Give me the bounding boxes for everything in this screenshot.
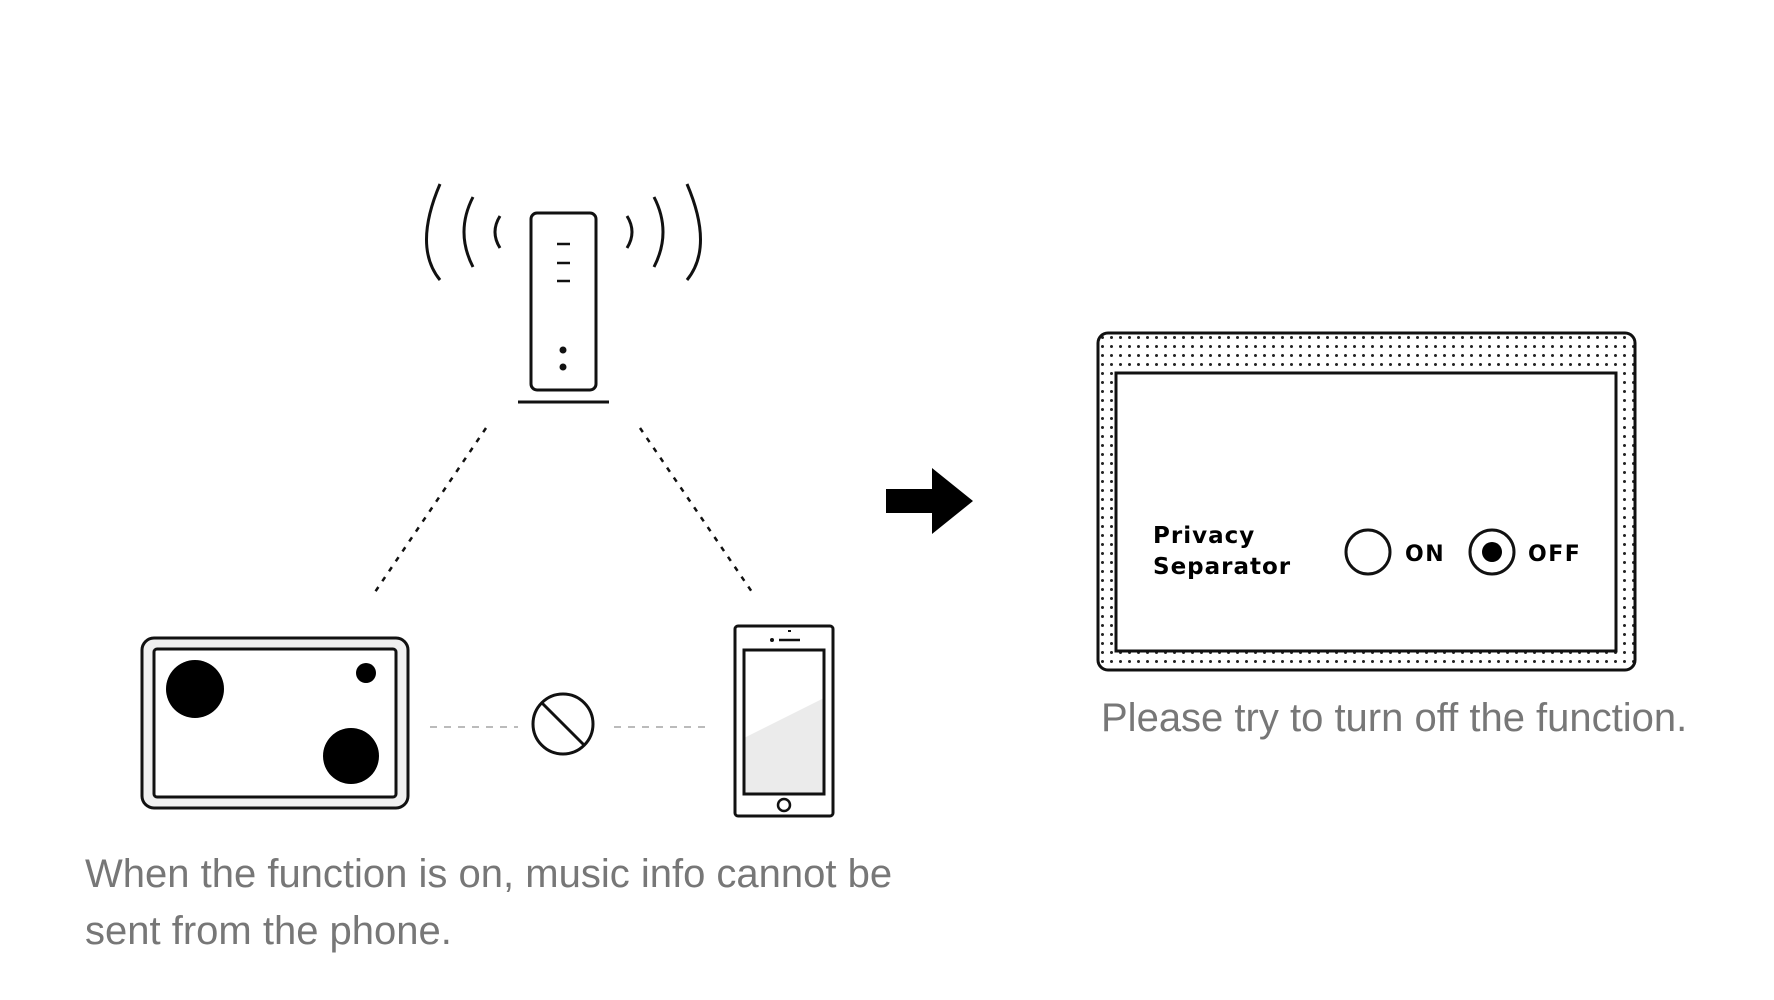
right-caption: Please try to turn off the function.: [1101, 696, 1688, 740]
privacy-separator-label-line1: Privacy: [1153, 523, 1255, 549]
off-radio-selected-dot: [1482, 542, 1502, 562]
off-label: OFF: [1528, 542, 1581, 567]
privacy-separator-label-line2: Separator: [1153, 554, 1291, 580]
wifi-router-icon: [425, 183, 702, 404]
privacy-separator-panel: Privacy Separator ON OFF: [1096, 331, 1637, 672]
on-label: ON: [1405, 542, 1445, 567]
wireless-speaker-icon: [140, 636, 410, 810]
on-radio-button[interactable]: [1344, 528, 1392, 576]
smartphone-icon: [733, 624, 835, 818]
on-radio-option[interactable]: ON: [1344, 528, 1445, 576]
left-caption: When the function is on, music info cann…: [85, 852, 893, 953]
right-arrow-icon: [886, 468, 973, 534]
off-radio-option[interactable]: OFF: [1468, 528, 1581, 576]
router-connection-lines: [373, 427, 754, 593]
prohibited-icon: [531, 692, 595, 756]
